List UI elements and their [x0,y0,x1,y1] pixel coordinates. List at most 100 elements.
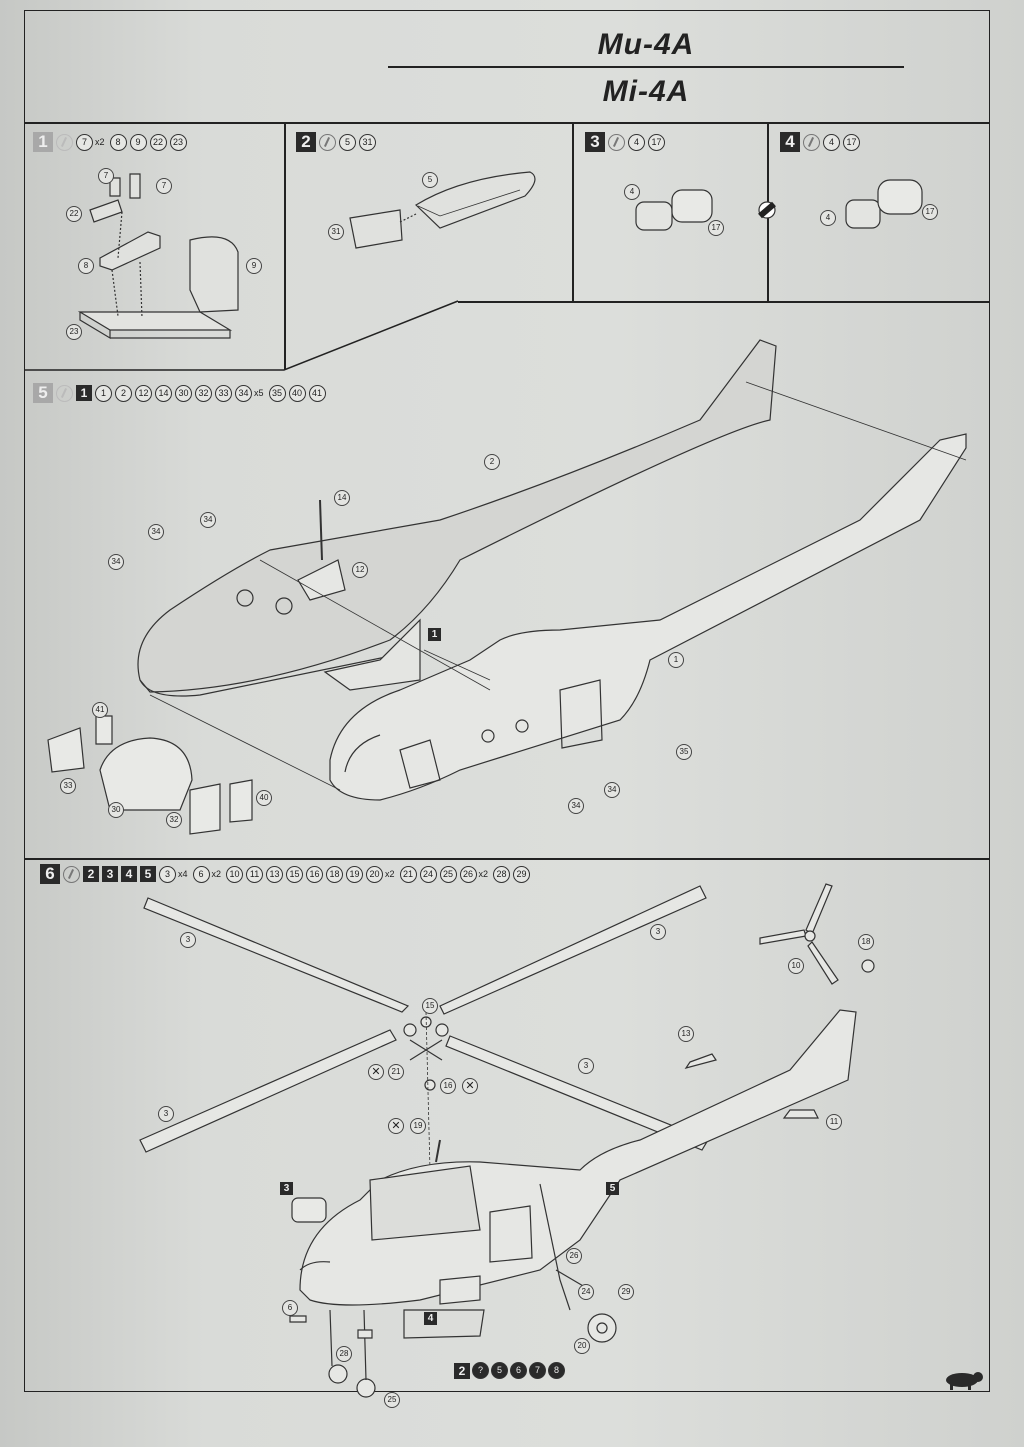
part-mult: x2 [211,869,222,879]
title-en: Mi-4A [602,75,690,108]
part-circle: 12 [135,384,152,402]
callout: 12 [352,562,368,578]
callout: 3 [180,932,196,948]
part-mult: x4 [178,869,188,879]
title-ru: Ми-4А [597,28,695,61]
paint-codes: 2 ? 5 6 7 8 [454,1362,565,1379]
subassembly-callout: 4 [424,1312,437,1325]
callout: 3 [158,1106,174,1122]
callout: 1 [668,652,684,668]
step-number: 1 [33,132,53,152]
part-circle: 35 [268,384,286,402]
glue-icon [56,133,73,151]
callout: 23 [66,324,82,340]
part-circle: 15 [286,865,304,883]
part-circle: 4 [628,133,645,151]
callout: 5 [422,172,438,188]
title-rule [388,66,904,68]
callout: 6 [282,1300,298,1316]
callout: 34 [568,798,584,814]
subassembly-callout: 5 [606,1182,619,1195]
subassembly-badge: 4 [121,866,137,882]
callout: 24 [578,1284,594,1300]
glue-icon [63,865,80,883]
subassembly-badge: 5 [140,866,156,882]
step-number: 6 [40,864,60,884]
callout: 34 [200,512,216,528]
part-circle: 18 [326,865,344,883]
cockpit-wall-drawing [349,171,536,249]
part-mult: x2 [95,137,105,147]
callout: 10 [788,958,804,974]
callout: 34 [604,782,620,798]
part-circle: 3 [159,865,176,883]
rotor-hub-drawing [403,1011,449,1171]
callout: 3 [578,1058,594,1074]
callout: 25 [384,1392,400,1408]
glue-icon [608,133,625,151]
callout: 40 [256,790,272,806]
part-circle: 4 [823,133,840,151]
callout: 17 [708,220,724,236]
part-circle: 19 [346,865,364,883]
rotor-blades-drawing [139,885,709,1153]
part-circle: 31 [359,133,376,151]
callout: 22 [66,206,82,222]
callout: 16 [440,1078,456,1094]
helicopter-body-drawing [289,1009,857,1398]
subassembly-callout: 3 [280,1182,293,1195]
callout: 34 [148,524,164,540]
callout: 21 [388,1064,404,1080]
glue-icon [803,133,820,151]
step-number: 2 [296,132,316,152]
part-circle: 34 [235,384,252,402]
paint-code: 8 [548,1362,565,1379]
callout: 4 [624,184,640,200]
fuselage-left-half-drawing [137,339,777,697]
step6-divider [24,858,990,860]
callout: 35 [676,744,692,760]
subassembly-badge: 1 [76,385,92,401]
part-circle: 2 [115,384,132,402]
tail-rotor-drawing [759,883,875,985]
part-circle: 21 [399,865,417,883]
step2-3-divider [572,122,574,302]
callout: 7 [98,168,114,184]
paint-code: 7 [529,1362,546,1379]
part-circle: 25 [439,865,457,883]
callout: 11 [826,1114,842,1130]
callout: 19 [410,1118,426,1134]
part-mult: x2 [478,869,489,879]
no-glue-icon: ✕ [388,1118,404,1134]
subassembly-callout: 1 [428,628,441,641]
part-circle: 8 [109,133,127,151]
callout: 20 [574,1338,590,1354]
callout: 31 [328,224,344,240]
callout: 8 [78,258,94,274]
part-circle: 6 [192,865,210,883]
part-circle: 17 [648,133,665,151]
paint-code: ? [472,1362,489,1379]
paint-code: 6 [510,1362,527,1379]
part-mult: x2 [385,869,395,879]
steps-top-divider [458,301,990,303]
part-circle: 26 [459,865,477,883]
steps-boundary [24,300,459,371]
step2-header: 2 5 31 [296,132,376,152]
window-drawing-3 [635,189,713,231]
paint-code: 2 [454,1362,470,1379]
callout: 3 [650,924,666,940]
part-circle: 30 [175,384,192,402]
part-circle: 7 [76,133,93,151]
no-glue-icon: ✕ [368,1064,384,1080]
part-mult: x5 [254,388,264,398]
callout: 13 [678,1026,694,1042]
subassembly-badge: 2 [83,866,99,882]
part-circle: 14 [155,384,172,402]
no-glue-icon: ✕ [462,1078,478,1094]
callout: 26 [566,1248,582,1264]
part-circle: 40 [288,384,306,402]
step-number: 3 [585,132,605,152]
